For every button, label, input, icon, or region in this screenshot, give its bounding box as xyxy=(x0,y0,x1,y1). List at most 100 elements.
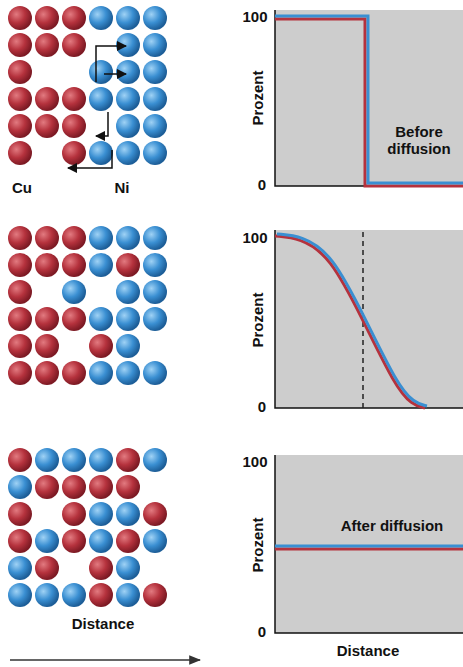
nickel-atom xyxy=(116,583,140,607)
copper-atom xyxy=(8,226,32,250)
element-label: Cu xyxy=(12,179,32,196)
copper-atom xyxy=(62,87,86,111)
copper-atom xyxy=(143,583,167,607)
nickel-atom xyxy=(89,502,113,526)
copper-atom xyxy=(8,141,32,165)
nickel-atom xyxy=(89,448,113,472)
axis-title: Prozent xyxy=(249,292,266,347)
nickel-atom xyxy=(143,226,167,250)
nickel-atom xyxy=(89,253,113,277)
axis-title: Distance xyxy=(337,642,400,659)
copper-atom xyxy=(116,448,140,472)
copper-atom xyxy=(8,33,32,57)
nickel-atom xyxy=(89,6,113,30)
chart-note: After diffusion xyxy=(341,517,444,534)
copper-atom xyxy=(35,556,59,580)
copper-atom xyxy=(35,334,59,358)
axis-tick: 0 xyxy=(258,176,266,193)
element-label: Ni xyxy=(115,179,130,196)
jump-arrows xyxy=(68,46,126,168)
axis-tick: 0 xyxy=(258,398,266,415)
copper-atom xyxy=(62,253,86,277)
copper-atom xyxy=(35,114,59,138)
nickel-atom xyxy=(89,141,113,165)
nickel-atom xyxy=(116,361,140,385)
copper-atom xyxy=(116,529,140,553)
copper-atom xyxy=(62,307,86,331)
copper-atom xyxy=(62,502,86,526)
axis-tick: 100 xyxy=(242,453,267,470)
copper-atom xyxy=(89,583,113,607)
nickel-atom xyxy=(143,253,167,277)
chart-panels xyxy=(275,10,463,633)
nickel-atom xyxy=(143,141,167,165)
copper-atom xyxy=(62,475,86,499)
copper-atom xyxy=(35,87,59,111)
copper-atom xyxy=(116,253,140,277)
copper-atom xyxy=(35,6,59,30)
nickel-atom xyxy=(116,141,140,165)
nickel-atom xyxy=(116,556,140,580)
nickel-atom xyxy=(143,448,167,472)
nickel-atom xyxy=(35,448,59,472)
copper-atom xyxy=(35,475,59,499)
copper-atom xyxy=(8,114,32,138)
nickel-atom xyxy=(143,529,167,553)
nickel-atom xyxy=(116,87,140,111)
axis-title: Distance xyxy=(72,615,135,632)
nickel-atom xyxy=(116,307,140,331)
nickel-atom xyxy=(116,33,140,57)
nickel-atom xyxy=(116,226,140,250)
axis-title: Prozent xyxy=(249,70,266,125)
copper-atom xyxy=(62,226,86,250)
nickel-atom xyxy=(89,529,113,553)
nickel-atom xyxy=(89,307,113,331)
nickel-atom xyxy=(143,361,167,385)
nickel-atom xyxy=(143,307,167,331)
axis-tick: 0 xyxy=(258,623,266,640)
nickel-atom xyxy=(143,33,167,57)
nickel-atom xyxy=(89,226,113,250)
copper-atom xyxy=(89,556,113,580)
nickel-atom xyxy=(116,502,140,526)
nickel-atom xyxy=(35,529,59,553)
nickel-atom xyxy=(8,583,32,607)
distance-arrow xyxy=(10,659,200,661)
copper-atom xyxy=(62,529,86,553)
copper-atom xyxy=(8,6,32,30)
copper-atom xyxy=(89,475,113,499)
nickel-atom xyxy=(143,60,167,84)
copper-atom xyxy=(116,475,140,499)
nickel-atom xyxy=(62,280,86,304)
nickel-atom xyxy=(116,6,140,30)
nickel-atom xyxy=(62,448,86,472)
copper-atom xyxy=(35,361,59,385)
copper-atom xyxy=(8,334,32,358)
nickel-atom xyxy=(89,60,113,84)
copper-atom xyxy=(89,334,113,358)
nickel-atom xyxy=(116,334,140,358)
nickel-atom xyxy=(116,280,140,304)
copper-atom xyxy=(62,114,86,138)
copper-atom xyxy=(62,33,86,57)
axis-title: Prozent xyxy=(249,517,266,572)
copper-atom xyxy=(8,280,32,304)
copper-atom xyxy=(35,307,59,331)
atom-grids xyxy=(8,6,167,607)
copper-atom xyxy=(35,253,59,277)
nickel-atom xyxy=(143,87,167,111)
concentration-curves xyxy=(275,16,463,549)
nickel-atom xyxy=(143,6,167,30)
copper-atom xyxy=(8,502,32,526)
copper-atom xyxy=(8,448,32,472)
nickel-atom xyxy=(89,87,113,111)
nickel-atom xyxy=(143,280,167,304)
axis-tick: 100 xyxy=(242,229,267,246)
copper-atom xyxy=(143,502,167,526)
copper-atom xyxy=(62,361,86,385)
nickel-atom xyxy=(62,583,86,607)
nickel-atom xyxy=(143,114,167,138)
copper-atom xyxy=(8,253,32,277)
copper-atom xyxy=(62,141,86,165)
